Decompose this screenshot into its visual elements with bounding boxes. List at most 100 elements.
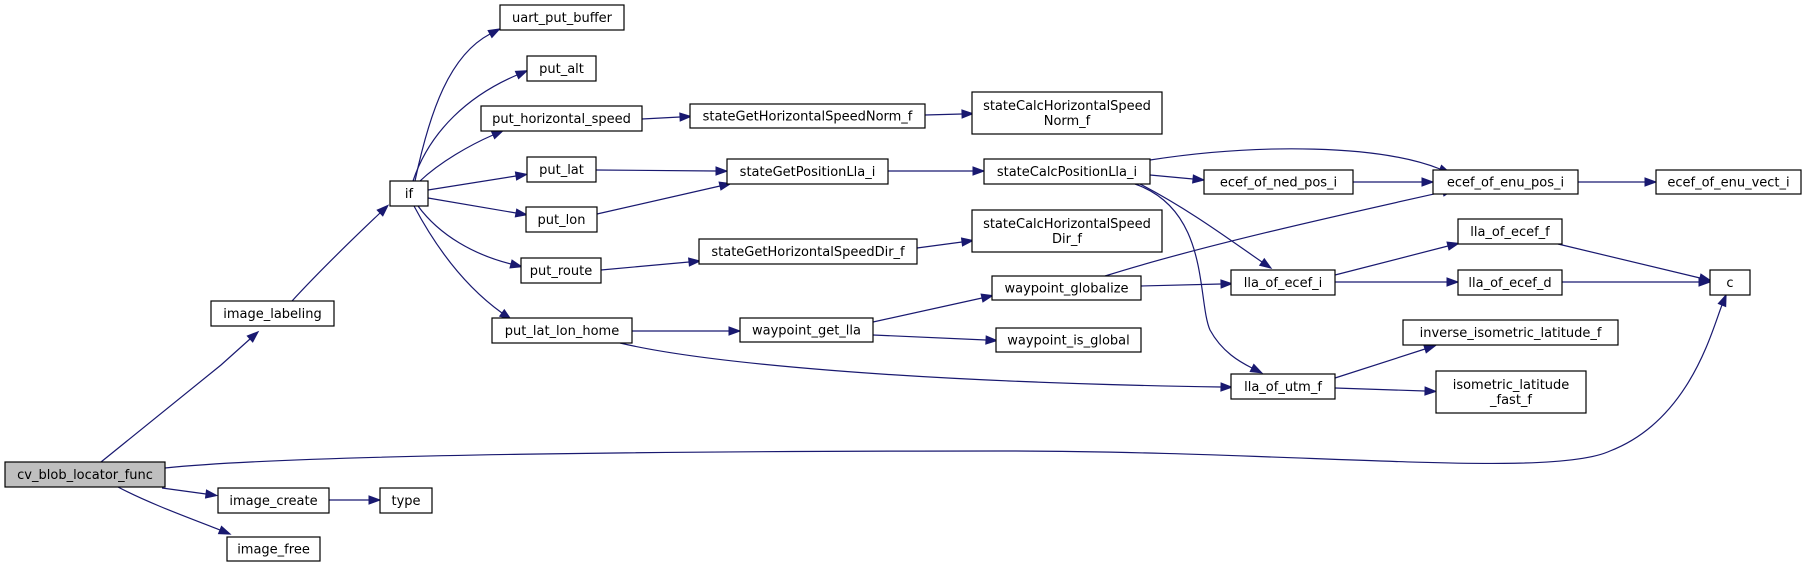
edge-line — [600, 261, 690, 271]
arrow-head — [1258, 257, 1273, 270]
node-box — [698, 238, 918, 265]
node-state-get-position-lla-i[interactable]: stateGetPositionLla_i — [726, 158, 889, 185]
node-put-route[interactable]: put_route — [520, 257, 602, 284]
edge-put-lat-lon-home-to-lla-of-utm-f — [619, 342, 1234, 392]
node-box — [991, 275, 1142, 301]
node-label: stateCalcHorizontalSpeed — [983, 99, 1151, 114]
edge-line — [161, 487, 207, 495]
arrow-head — [715, 166, 729, 176]
node-state-get-horizontal-speed-norm-f[interactable]: stateGetHorizontalSpeedNorm_f — [689, 103, 926, 129]
node-box — [1203, 169, 1354, 195]
arrow-head — [204, 489, 219, 499]
edge-line — [641, 116, 681, 120]
node-state-calc-position-lla-i[interactable]: stateCalcPositionLla_i — [983, 158, 1151, 185]
arrow-head — [972, 166, 986, 176]
arrow-head — [514, 208, 529, 218]
edge-if-to-uart-put-buffer — [414, 28, 501, 182]
node-put-lat-lon-home[interactable]: put_lat_lon_home — [491, 317, 633, 344]
edge-lla-of-ecef-i-to-lla-of-ecef-d — [1335, 277, 1460, 287]
node-ecef-of-enu-pos-i[interactable]: ecef_of_enu_pos_i — [1432, 169, 1579, 195]
edge-line — [1334, 245, 1449, 276]
arrow-head — [1421, 177, 1435, 187]
node-label: cv_blob_locator_func — [17, 468, 153, 483]
arrow-head — [688, 257, 702, 267]
edge-image-labeling-to-if — [291, 204, 390, 302]
node-put-horizontal-speed[interactable]: put_horizontal_speed — [480, 105, 643, 132]
arrow-head — [217, 525, 232, 535]
node-waypoint-globalize[interactable]: waypoint_globalize — [991, 275, 1142, 301]
node-lla-of-ecef-i[interactable]: lla_of_ecef_i — [1230, 269, 1336, 296]
node-box — [389, 180, 429, 207]
node-waypoint-get-lla[interactable]: waypoint_get_lla — [739, 317, 874, 343]
node-box — [526, 156, 597, 183]
node-box — [525, 206, 598, 233]
node-box — [1435, 370, 1587, 414]
node-label: waypoint_is_global — [1007, 334, 1129, 349]
node-box — [689, 103, 926, 129]
node-label: lla_of_ecef_d — [1468, 276, 1551, 291]
arrow-head — [376, 204, 390, 217]
edge-line — [117, 486, 221, 531]
arrow-head — [679, 112, 693, 122]
node-lla-of-ecef-d[interactable]: lla_of_ecef_d — [1457, 269, 1563, 296]
node-box — [480, 105, 643, 132]
arrow-head — [980, 293, 995, 303]
node-box — [995, 327, 1142, 353]
node-put-lat[interactable]: put_lat — [526, 156, 597, 183]
node-image-free[interactable]: image_free — [226, 536, 321, 562]
edge-line — [1334, 387, 1426, 392]
edge-lla-of-utm-f-to-inverse-isometric-latitude-f — [1334, 344, 1437, 379]
node-label: put_lat — [539, 163, 584, 178]
node-box — [1655, 169, 1802, 195]
edge-line — [100, 338, 251, 463]
edge-line — [1149, 174, 1194, 180]
node-label: image_create — [229, 494, 317, 509]
node-c[interactable]: c — [1709, 269, 1751, 296]
node-ecef-of-ned-pos-i[interactable]: ecef_of_ned_pos_i — [1203, 169, 1354, 195]
edge-lla-of-ecef-i-to-lla-of-ecef-f — [1334, 241, 1461, 276]
node-label: image_labeling — [223, 307, 322, 322]
node-image-create[interactable]: image_create — [217, 487, 330, 514]
node-label: lla_of_ecef_i — [1244, 276, 1323, 291]
node-label: put_route — [530, 264, 592, 279]
node-inverse-isometric-latitude-f[interactable]: inverse_isometric_latitude_f — [1402, 319, 1619, 346]
node-put-alt[interactable]: put_alt — [526, 55, 597, 82]
node-label: if — [405, 187, 414, 202]
node-uart-put-buffer[interactable]: uart_put_buffer — [499, 4, 625, 31]
node-box — [726, 158, 889, 185]
edge-put-horizontal-speed-to-state-get-horizontal-speed-norm-f — [641, 112, 693, 122]
edge-ecef-of-ned-pos-i-to-ecef-of-enu-pos-i — [1353, 177, 1435, 187]
arrow-head — [960, 237, 975, 247]
node-if[interactable]: if — [389, 180, 429, 207]
edge-line — [1134, 183, 1253, 369]
node-cv-blob-locator-func[interactable]: cv_blob_locator_func — [4, 461, 166, 488]
node-label: _fast_f — [1489, 393, 1532, 408]
node-waypoint-is-global[interactable]: waypoint_is_global — [995, 327, 1142, 353]
node-put-lon[interactable]: put_lon — [525, 206, 598, 233]
node-box — [4, 461, 166, 488]
node-isometric-latitude-fast-f[interactable]: isometric_latitude_fast_f — [1435, 370, 1587, 414]
edge-line — [1334, 348, 1426, 379]
node-ecef-of-enu-vect-i[interactable]: ecef_of_enu_vect_i — [1655, 169, 1802, 195]
node-label: put_lat_lon_home — [505, 324, 619, 339]
arrow-head — [514, 70, 529, 80]
node-type[interactable]: type — [379, 487, 433, 514]
node-state-get-horizontal-speed-dir-f[interactable]: stateGetHorizontalSpeedDir_f — [698, 238, 918, 265]
node-box — [971, 91, 1163, 135]
arrow-head — [1220, 279, 1234, 289]
edge-put-lat-lon-home-to-waypoint-get-lla — [632, 326, 742, 336]
edge-ecef-of-enu-pos-i-to-ecef-of-enu-vect-i — [1578, 177, 1658, 187]
edge-state-calc-position-lla-i-to-lla-of-utm-f — [1134, 183, 1264, 374]
node-lla-of-ecef-f[interactable]: lla_of_ecef_f — [1457, 218, 1563, 245]
edge-state-get-position-lla-i-to-state-calc-position-lla-i — [888, 166, 986, 176]
node-box — [1709, 269, 1751, 296]
node-box — [520, 257, 602, 284]
node-box — [226, 536, 321, 562]
edge-put-route-to-state-get-horizontal-speed-dir-f — [600, 257, 702, 271]
node-image-labeling[interactable]: image_labeling — [210, 300, 335, 327]
arrow-head — [1717, 293, 1727, 308]
node-lla-of-utm-f[interactable]: lla_of_utm_f — [1230, 373, 1336, 400]
